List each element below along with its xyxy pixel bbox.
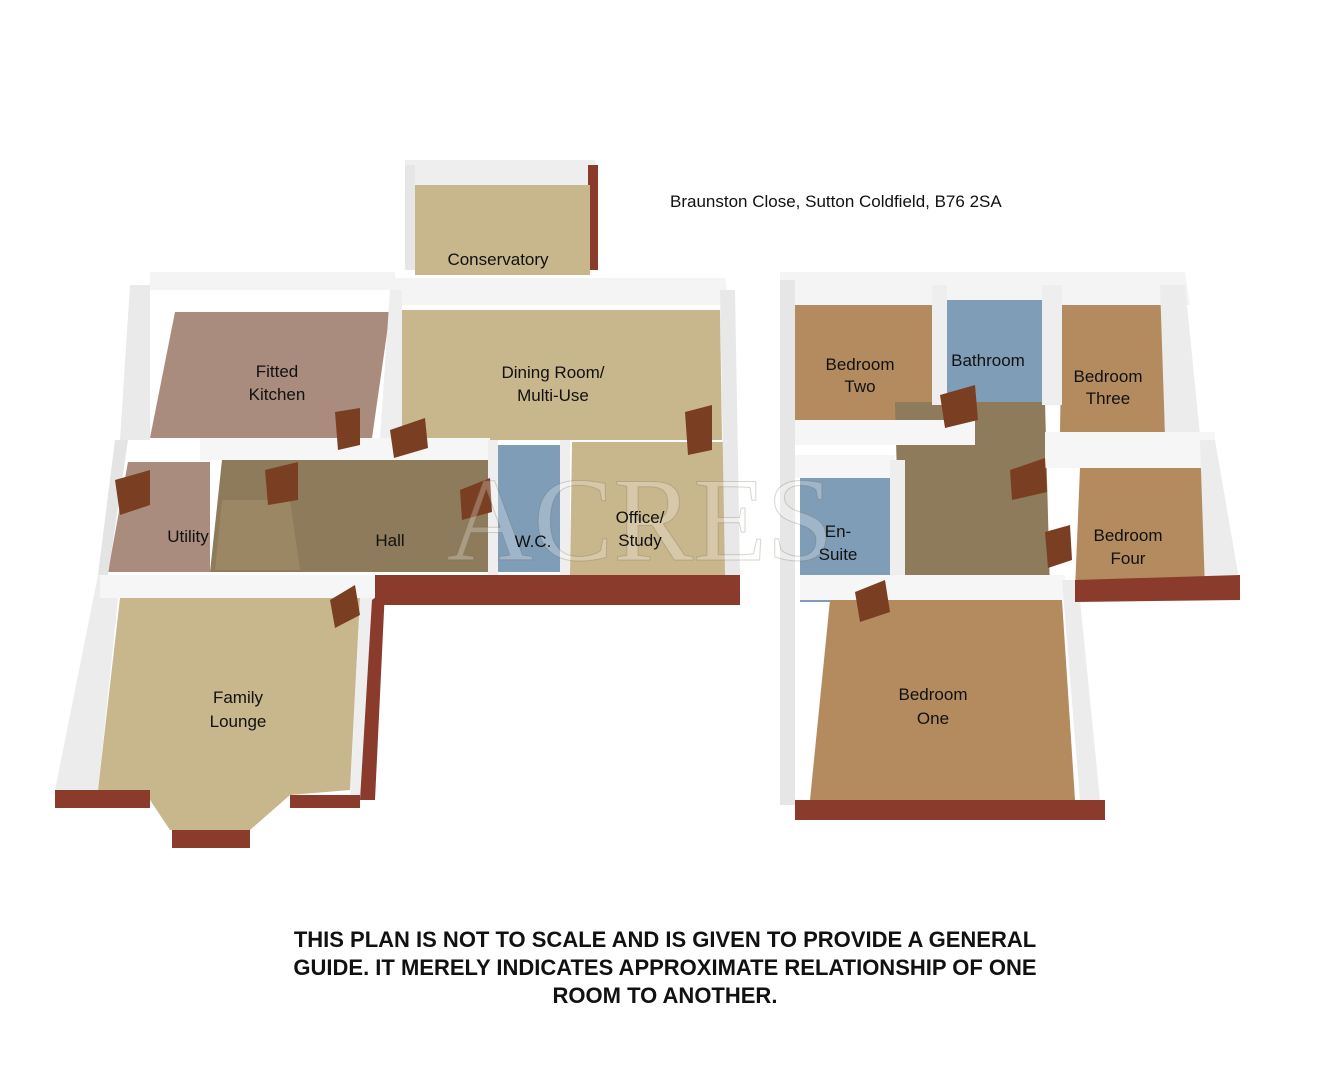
- label-office: Office/Study: [616, 508, 665, 550]
- label-hall: Hall: [375, 531, 404, 550]
- ground-floor: [55, 160, 740, 848]
- kitchen-floor: [150, 312, 390, 438]
- bathroom-floor: [947, 300, 1042, 402]
- lounge-floor: [98, 598, 360, 830]
- dining-floor: [400, 310, 722, 440]
- office-floor: [570, 442, 732, 575]
- disclaimer-line: ROOM TO ANOTHER.: [552, 983, 778, 1008]
- landing-floor: [895, 402, 1050, 592]
- label-utility: Utility: [167, 527, 209, 546]
- label-ensuite: En-Suite: [819, 522, 858, 564]
- property-address: Braunston Close, Sutton Coldfield, B76 2…: [670, 192, 1002, 211]
- label-wc: W.C.: [515, 532, 552, 551]
- watermark: ACRES: [447, 453, 834, 586]
- bedroom-one-floor: [810, 600, 1075, 800]
- label-conservatory: Conservatory: [447, 250, 549, 269]
- bedroom-four-floor: [1075, 468, 1208, 590]
- stairs: [215, 500, 300, 570]
- label-bathroom: Bathroom: [951, 351, 1025, 370]
- bedroom-three-floor: [1060, 305, 1165, 432]
- disclaimer-line: GUIDE. IT MERELY INDICATES APPROXIMATE R…: [293, 955, 1037, 980]
- disclaimer: THIS PLAN IS NOT TO SCALE AND IS GIVEN T…: [200, 926, 1130, 1010]
- disclaimer-line: THIS PLAN IS NOT TO SCALE AND IS GIVEN T…: [293, 927, 1037, 952]
- first-floor: [780, 272, 1240, 820]
- wc-floor: [496, 445, 560, 572]
- bedroom-two-floor: [795, 305, 932, 420]
- label-dining: Dining Room/Multi-Use: [502, 363, 605, 405]
- conservatory-floor: [415, 185, 590, 275]
- ensuite-floor: [800, 478, 890, 602]
